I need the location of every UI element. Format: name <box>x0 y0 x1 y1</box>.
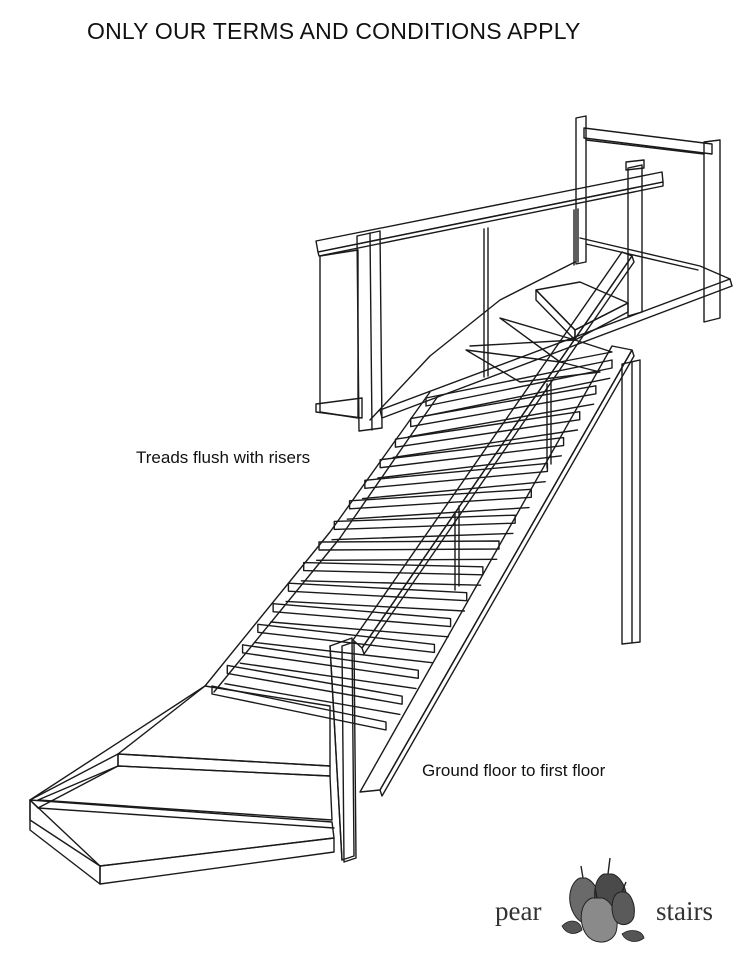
riser-line <box>239 662 417 690</box>
upper-winders <box>369 261 629 421</box>
pear-cluster-icon <box>561 857 645 943</box>
tread-nosing <box>303 561 484 576</box>
pear-stairs-logo: pear stairs <box>492 848 732 948</box>
riser-line <box>407 403 595 438</box>
bottom-newel <box>329 637 357 863</box>
landing-balustrade <box>315 115 733 432</box>
straight-treads <box>211 359 613 731</box>
riser-line <box>300 580 482 586</box>
tread-nosing <box>410 385 597 428</box>
terms-heading: ONLY OUR TERMS AND CONDITIONS APPLY <box>87 18 581 44</box>
tread-nosing <box>226 664 403 705</box>
treads-annotation: Treads flush with risers <box>136 448 311 467</box>
tread-nosing <box>364 462 549 489</box>
tread-nosing <box>379 436 565 469</box>
flight-handrail <box>352 251 635 655</box>
riser-line <box>346 506 530 520</box>
lower-winders <box>29 685 335 885</box>
riser-line <box>423 377 611 417</box>
tread-nosing <box>272 603 452 628</box>
riser-line <box>224 683 401 716</box>
tread-nosing <box>348 488 532 510</box>
riser-line <box>285 600 466 612</box>
riser-line <box>316 558 498 561</box>
tread-nosing <box>333 514 516 531</box>
tread-nosing <box>241 644 419 679</box>
tread-nosing <box>211 685 387 731</box>
tread-nosing <box>287 582 468 602</box>
riser-line <box>377 455 562 479</box>
logo-word-pear: pear <box>495 896 542 926</box>
riser-line <box>331 532 514 541</box>
logo-word-stairs: stairs <box>656 896 713 926</box>
floors-annotation: Ground floor to first floor <box>422 761 606 780</box>
riser-line <box>361 481 546 500</box>
riser-line <box>254 641 433 664</box>
tread-nosing <box>425 359 613 407</box>
tread-nosing <box>318 540 500 551</box>
